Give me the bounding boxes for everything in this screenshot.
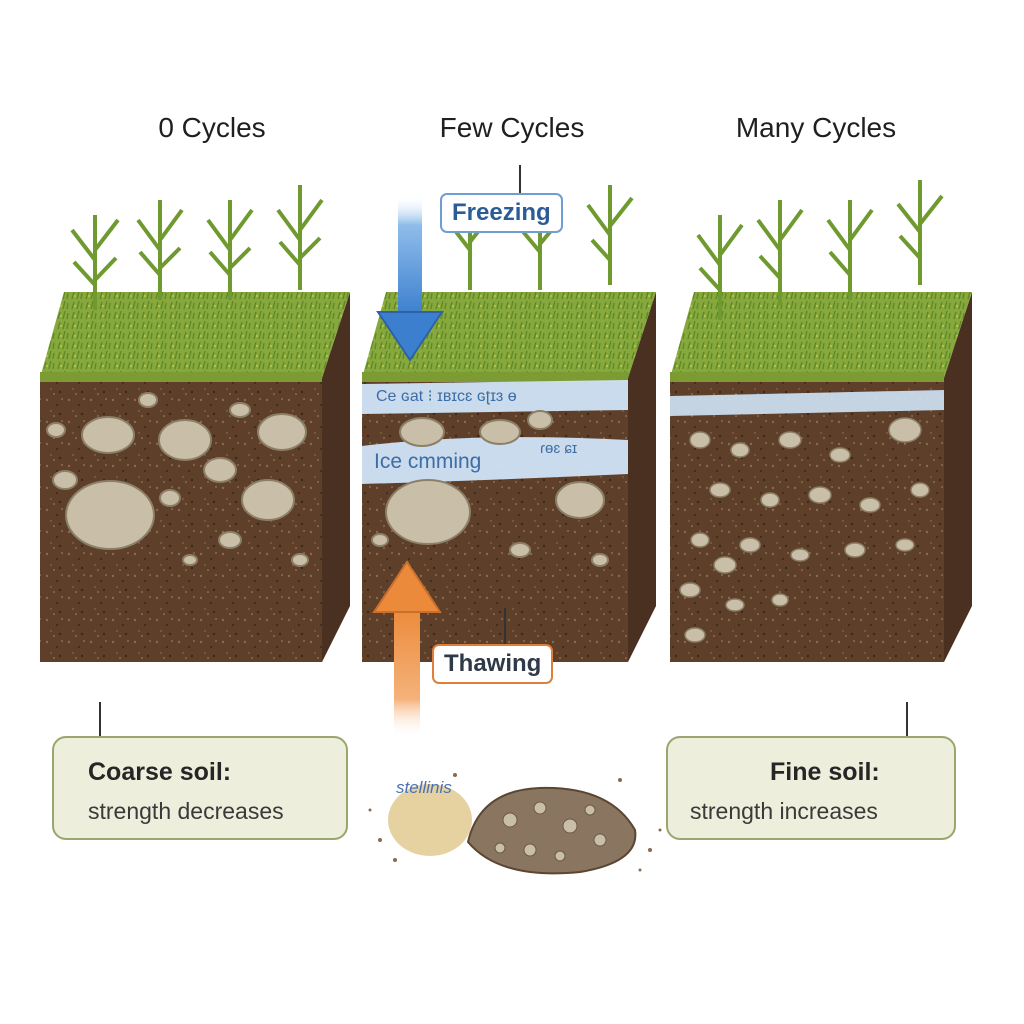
block-side-face	[322, 292, 350, 662]
coarse-stones	[46, 392, 309, 567]
plants	[696, 180, 944, 320]
coarse-stones	[371, 410, 609, 567]
column-heading-many-cycles: Many Cycles	[735, 112, 897, 143]
grass-edge	[362, 372, 628, 382]
freezing-arrow	[376, 195, 444, 362]
fine-stones	[679, 417, 930, 643]
freezing-label: Freezing	[440, 193, 563, 233]
column-heading-few-cycles: Few Cycles	[439, 112, 585, 143]
fine-soil-title: Fine soil:	[770, 758, 880, 786]
block-grass-top	[670, 292, 972, 378]
ice-band-top-text: Ce ɢat ⁝ ɪʙɪcɛ ɢʈɪɜ ɵ	[376, 388, 517, 405]
plants	[70, 185, 324, 310]
thawing-arrow	[372, 560, 442, 738]
block-grass-top	[40, 292, 350, 378]
soil-block-zero-cycles	[40, 185, 350, 662]
block-side-face	[944, 292, 972, 662]
fine-soil-box: Fine soil: strength increases	[666, 736, 956, 840]
coarse-soil-box: Coarse soil: strength decreases	[52, 736, 348, 840]
thawing-label: Thawing	[432, 644, 554, 684]
ice-band-thin	[670, 390, 944, 416]
fine-soil-subtitle: strength increases	[690, 798, 878, 824]
coarse-soil-title: Coarse soil:	[88, 758, 232, 786]
grass-edge	[40, 372, 322, 382]
block-side-face	[628, 292, 656, 662]
grass-edge	[670, 372, 944, 382]
ice-band-bottom-suffix: ɾɵɛ ɕɪ	[540, 440, 578, 457]
ice-band-bottom	[362, 437, 628, 484]
loose-sample-label: stellinis	[396, 778, 452, 797]
ice-band-bottom-text: Ice cmming	[374, 450, 482, 473]
soil-block-many-cycles	[670, 180, 972, 662]
loose-soil-sample	[368, 773, 662, 875]
coarse-soil-subtitle: strength decreases	[88, 798, 284, 824]
ice-band-top	[362, 380, 628, 414]
column-heading-zero-cycles: 0 Cycles	[158, 112, 266, 143]
